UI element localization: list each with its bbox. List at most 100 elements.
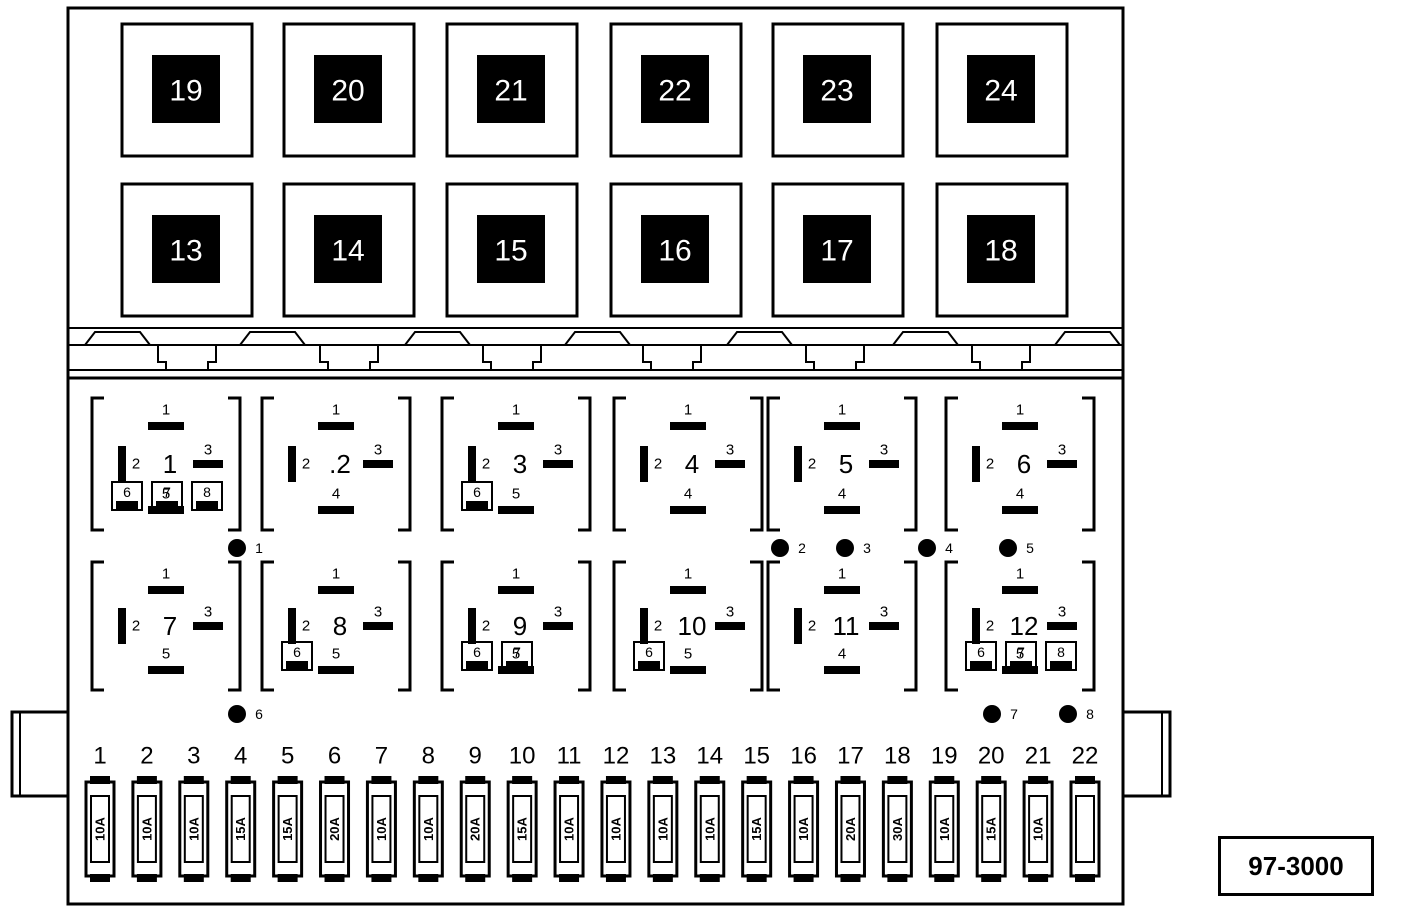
terminal-label: 1 (162, 402, 170, 419)
fuse-cap-top (90, 776, 110, 784)
clip-latch-6 (971, 345, 1031, 370)
terminal-blade (824, 586, 860, 594)
fuse-cap-top (277, 776, 298, 784)
relay-number: 23 (820, 75, 853, 108)
relay-label-plate (967, 55, 1035, 123)
socket-bracket-left (260, 560, 274, 692)
connector-point-7: 7 (983, 705, 1018, 723)
terminal-label: 4 (332, 486, 340, 503)
relay-21: 21 (445, 22, 579, 158)
connector-point-2: 2 (771, 539, 806, 557)
fuse-element (371, 795, 392, 863)
fuse-cap-bottom (1075, 874, 1095, 882)
terminal-label: 2 (132, 456, 140, 473)
socket-bracket-right (1082, 560, 1096, 692)
terminal-blade (498, 506, 534, 514)
fuse-number: 14 (696, 743, 723, 770)
terminal-blade (363, 460, 393, 468)
relay-housing (282, 182, 416, 318)
socket-number: 3 (513, 449, 527, 479)
socket-bracket-right (398, 396, 412, 532)
fuse-cap-bottom (887, 874, 908, 882)
fuse-cap-top (136, 776, 157, 784)
fuse-cap-top (1028, 776, 1049, 784)
fuse-number: 1 (93, 743, 106, 770)
connector-point-6: 6 (228, 705, 263, 723)
terminal-label: 4 (1016, 486, 1024, 503)
terminal-label: 2 (302, 456, 310, 473)
terminal-label: 3 (1058, 442, 1066, 459)
fuse-rating: 20A (468, 816, 483, 840)
relay-label-plate (803, 215, 871, 283)
fuse-rating: 10A (937, 816, 952, 840)
fuse-element (840, 795, 861, 863)
connector-dot (983, 705, 1001, 723)
fuse-cap-top (605, 776, 626, 784)
relay-15: 15 (445, 182, 579, 318)
panel-frame (10, 6, 1172, 906)
fuse-number: 20 (978, 743, 1005, 770)
fuse-number: 19 (931, 743, 958, 770)
terminal-blade (715, 622, 745, 630)
terminal-blade (543, 460, 573, 468)
fuse-rating: 10A (655, 816, 670, 840)
socket-bracket-left (90, 396, 104, 532)
fuse-rating: 10A (1031, 816, 1046, 840)
fuse-cap-bottom (90, 874, 110, 882)
fuse-number: 11 (557, 743, 582, 770)
fuse-cap-top (652, 776, 673, 784)
terminal-label: 4 (684, 486, 692, 503)
terminal-blade (468, 446, 476, 482)
terminal-blade (193, 622, 223, 630)
fuse-cap-bottom (981, 874, 1002, 882)
terminal-blade (638, 661, 660, 669)
clip-1 (84, 331, 151, 346)
fuse-cap-bottom (371, 874, 392, 882)
fuse-cap-top (840, 776, 861, 784)
fuse-element (981, 795, 1002, 863)
relay-label-plate (152, 55, 220, 123)
terminal-blade (468, 608, 476, 644)
socket-number: .2 (329, 449, 351, 479)
fuse-cap-top (981, 776, 1002, 784)
terminal-blade (148, 422, 184, 430)
terminal-label: 5 (512, 646, 520, 663)
auxiliary-terminal-box (461, 641, 493, 671)
auxiliary-terminal-box (633, 641, 665, 671)
terminal-label: 3 (204, 442, 212, 459)
terminal-label: 1 (332, 566, 340, 583)
connector-dot (771, 539, 789, 557)
fuse-number: 7 (375, 743, 388, 770)
fuse-rating: 20A (843, 816, 858, 840)
fuse-cap-bottom (324, 874, 345, 882)
auxiliary-terminal-box (461, 481, 493, 511)
terminal-label: 1 (1016, 402, 1024, 419)
terminal-blade (1010, 661, 1032, 669)
fuse-number: 10 (509, 743, 536, 770)
fuse-cap-bottom (230, 874, 251, 882)
terminal-label: 6 (473, 644, 481, 660)
fuse-cap-bottom (465, 874, 486, 882)
terminal-label: 2 (654, 618, 662, 635)
terminal-blade (148, 666, 184, 674)
terminal-blade (824, 666, 860, 674)
terminal-label: 1 (512, 402, 520, 419)
terminal-blade (318, 586, 354, 594)
terminal-label: 5 (162, 646, 170, 663)
terminal-blade (670, 422, 706, 430)
terminal-blade (118, 446, 126, 482)
connector-dot (836, 539, 854, 557)
relay-20: 20 (282, 22, 416, 158)
